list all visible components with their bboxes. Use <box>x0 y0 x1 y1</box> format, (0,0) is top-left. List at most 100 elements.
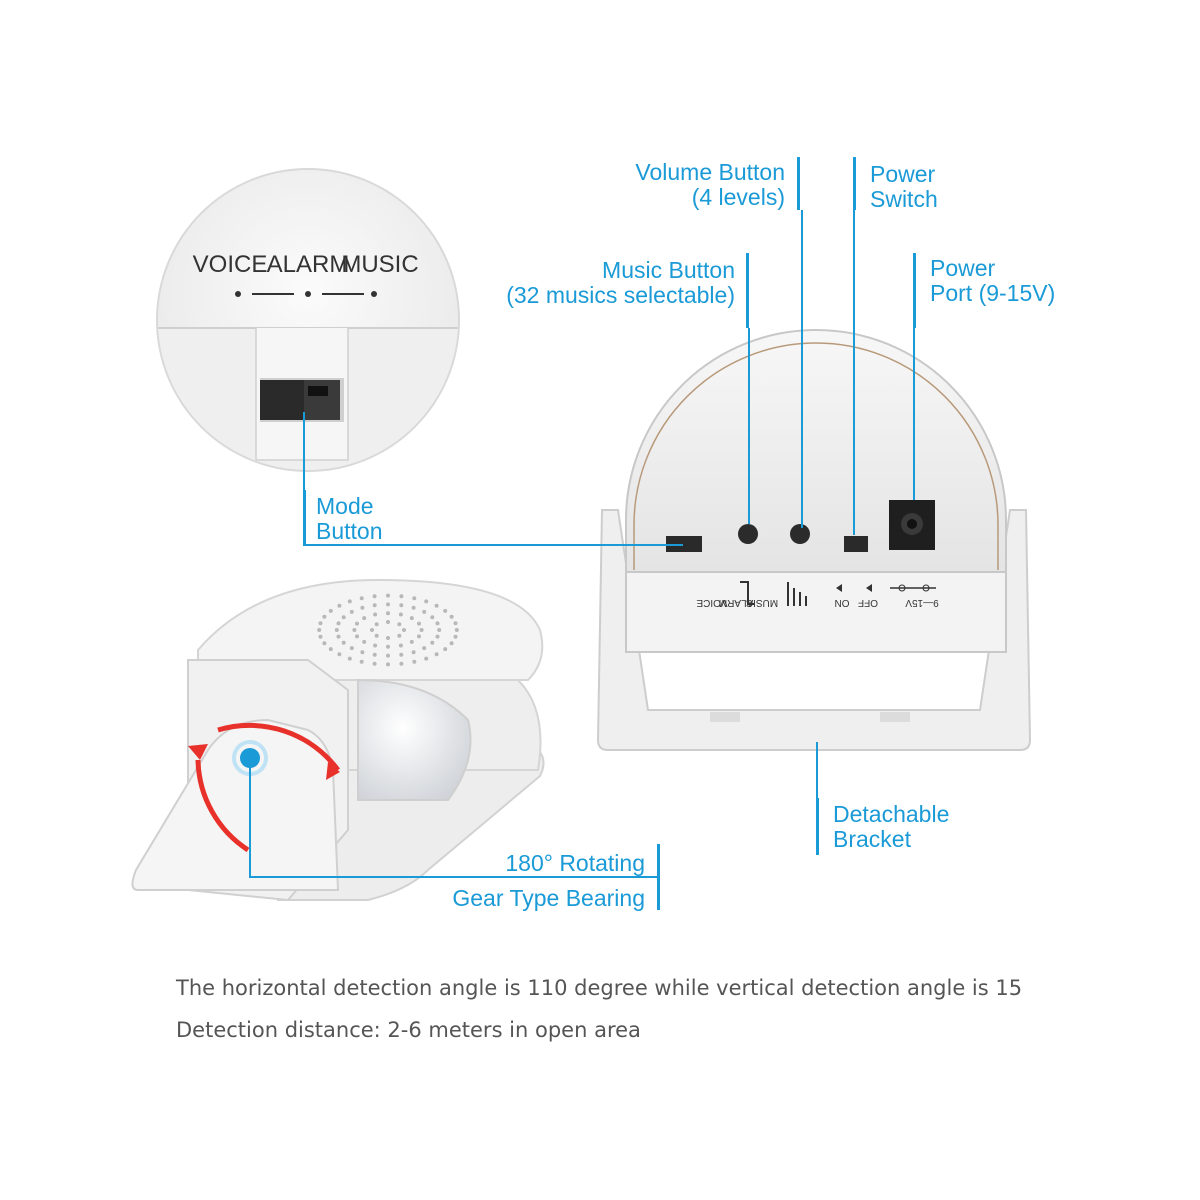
grille-hole <box>399 594 404 599</box>
grille-hole <box>336 634 341 639</box>
grille-hole <box>355 621 359 626</box>
callout-power-port: Power Port (9-15V) <box>930 256 1080 306</box>
leader-power-port-v <box>913 253 916 328</box>
grille-hole <box>355 634 359 639</box>
zoom-label-music: MUSIC <box>341 251 418 278</box>
leader-mode-h <box>303 544 683 546</box>
grille-hole <box>409 616 414 621</box>
callout-rotating-line1: 180° Rotating <box>505 850 645 876</box>
grille-hole <box>409 639 414 644</box>
callout-bracket-line1: Detachable <box>833 801 950 827</box>
grille-hole <box>386 593 390 598</box>
grille-hole <box>411 605 416 610</box>
leader-rotating-v <box>657 844 660 910</box>
grille-hole <box>386 662 390 667</box>
grille-hole <box>347 656 352 661</box>
leader-bracket-up <box>816 742 818 798</box>
music-note-icon <box>740 581 754 605</box>
callout-volume-button: Volume Button (4 levels) <box>560 160 785 210</box>
caption-detection-angle: The horizontal detection angle is 110 de… <box>176 976 1023 1000</box>
grille-hole <box>397 633 402 638</box>
grille-hole <box>349 646 354 651</box>
grille-hole <box>386 602 390 607</box>
grille-hole <box>337 603 342 608</box>
callout-music-button: Music Button (32 musics selectable) <box>460 258 735 308</box>
grille-hole <box>374 633 379 638</box>
grille-hole <box>397 622 402 627</box>
grille-hole <box>411 650 416 655</box>
grille-hole <box>328 647 333 652</box>
grille-hole <box>399 603 404 608</box>
callout-power-switch: Power Switch <box>870 162 1020 212</box>
mode-switch-zoom-view: VOICE ALARM MUSIC <box>156 168 460 472</box>
leader-power-switch-down <box>853 210 855 535</box>
grille-hole <box>402 628 406 632</box>
leader-power-switch-v <box>853 157 856 210</box>
grille-hole <box>443 608 448 613</box>
grille-hole <box>430 640 435 645</box>
grille-hole <box>362 639 367 644</box>
grille-hole <box>398 643 403 648</box>
grille-hole <box>328 608 333 613</box>
grille-hole <box>424 599 429 604</box>
callout-volume-line2: (4 levels) <box>691 184 785 210</box>
grille-hole <box>417 634 421 639</box>
grille-hole <box>336 621 341 626</box>
leader-mode-up <box>303 412 305 545</box>
grille-hole <box>386 636 390 640</box>
grille-hole <box>347 599 352 604</box>
leader-rotating-pivot <box>249 758 251 878</box>
grille-hole <box>412 596 417 601</box>
grille-hole <box>449 614 454 619</box>
grille-hole <box>453 634 458 639</box>
grille-hole <box>372 603 377 608</box>
panel-label-voice: VOICE <box>696 597 727 608</box>
zoom-label-alarm: ALARM <box>267 251 350 278</box>
callout-mode-line1: Mode <box>316 493 374 519</box>
grille-hole <box>322 614 327 619</box>
grille-hole <box>360 650 365 655</box>
panel-label-alarm: ALARM <box>719 597 753 608</box>
grille-hole <box>422 646 427 651</box>
callout-power-switch-line2: Switch <box>870 186 938 212</box>
volume-bars-icon <box>787 582 807 606</box>
callout-mode-button: Mode Button <box>316 494 436 544</box>
grille-hole <box>360 605 365 610</box>
grille-hole <box>399 661 404 666</box>
callout-power-port-line2: Port (9-15V) <box>930 280 1056 306</box>
power-switch <box>844 536 868 552</box>
callout-power-port-line1: Power <box>930 255 996 281</box>
grille-hole <box>453 621 458 626</box>
grille-hole <box>386 653 390 658</box>
grille-hole <box>398 612 403 617</box>
callout-bracket-line2: Bracket <box>833 826 911 852</box>
grille-hole <box>443 647 448 652</box>
grille-hole <box>334 628 339 632</box>
grille-hole <box>454 628 459 632</box>
grille-hole <box>399 652 404 657</box>
leader-music-v <box>746 253 749 328</box>
grille-hole <box>422 609 427 614</box>
grille-hole <box>424 656 429 661</box>
grille-hole <box>341 615 346 620</box>
callout-volume-line1: Volume Button <box>635 159 785 185</box>
grille-hole <box>370 628 374 632</box>
grille-hole <box>435 634 440 639</box>
panel-label-on: ON <box>835 597 850 608</box>
grille-hole <box>341 640 346 645</box>
speaker-grille <box>317 593 459 667</box>
leader-volume-down <box>801 210 803 528</box>
grille-hole <box>386 620 390 624</box>
panel-label-music: MUSIC <box>746 597 778 608</box>
volume-button <box>790 524 810 544</box>
callout-mode-line2: Button <box>316 518 383 544</box>
caption-detection-distance: Detection distance: 2-6 meters in open a… <box>176 1018 641 1042</box>
grille-hole <box>372 594 377 599</box>
grille-hole <box>372 652 377 657</box>
grille-hole <box>349 609 354 614</box>
leader-bracket-v <box>816 798 819 855</box>
callout-rotating-line2: Gear Type Bearing <box>452 885 645 911</box>
callout-rotating-bearing: 180° Rotating Gear Type Bearing <box>400 846 645 916</box>
grille-hole <box>419 628 424 632</box>
pir-lens <box>357 678 472 801</box>
